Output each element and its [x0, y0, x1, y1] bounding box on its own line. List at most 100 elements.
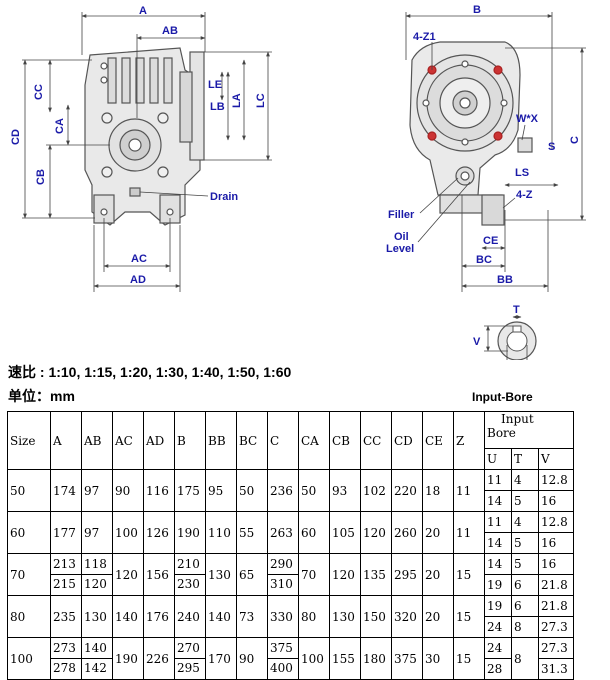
cell-ab: 130: [81, 595, 113, 638]
bore-cell-v: 16: [538, 553, 574, 575]
cell-c: 330: [267, 595, 299, 638]
cell-a: 174: [50, 469, 82, 512]
cell-ce: 20: [422, 553, 454, 596]
bore-cell-t: 5: [511, 532, 539, 554]
cell-cd: 260: [391, 511, 423, 554]
side-view-gearbox: [84, 47, 205, 226]
column-header-ca: CA: [298, 411, 330, 470]
svg-text:AB: AB: [162, 25, 178, 37]
size-cell: 50: [7, 469, 51, 512]
svg-text:BB: BB: [497, 274, 513, 286]
column-header-a: A: [50, 411, 82, 470]
cell-value: 210: [177, 557, 200, 571]
cell-z: 11: [453, 469, 485, 512]
svg-text:CA: CA: [54, 118, 66, 134]
cell-cc: 120: [360, 511, 392, 554]
svg-text:LB: LB: [210, 101, 225, 113]
cell-bb: 170: [205, 637, 237, 680]
input-bore-detail: T V U: [473, 304, 537, 360]
bore-cell-u: 24: [484, 616, 512, 638]
column-header-v: V: [538, 448, 574, 470]
svg-text:CD: CD: [10, 129, 22, 145]
cell-a: 235: [50, 595, 82, 638]
cell-a: 177: [50, 511, 82, 554]
cell-cd: 375: [391, 637, 423, 680]
svg-text:4-Z: 4-Z: [516, 189, 533, 201]
cell-cb: 105: [329, 511, 361, 554]
cell-ac: 190: [112, 637, 144, 680]
cell-cc: 150: [360, 595, 392, 638]
cell-ca: 70: [298, 553, 330, 596]
svg-text:Drain: Drain: [210, 191, 238, 203]
svg-text:4-Z1: 4-Z1: [413, 31, 436, 43]
cell-value: 230: [175, 574, 205, 594]
bore-cell-v: 12.8: [538, 511, 574, 533]
cell-b: 190: [174, 511, 206, 554]
cell-ce: 30: [422, 637, 454, 680]
front-view-labels: B 4-Z1 W*X S C LS 4-Z Filler Oil Level C…: [386, 4, 581, 286]
bore-header-line: Bore: [487, 426, 516, 440]
bore-cell-v: 31.3: [538, 658, 574, 680]
cell-z: 15: [453, 637, 485, 680]
bore-cell-u: 19: [484, 595, 512, 617]
svg-text:S: S: [548, 141, 555, 153]
column-header-t: T: [511, 448, 539, 470]
column-header-size: Size: [7, 411, 51, 470]
cell-c: 236: [267, 469, 299, 512]
column-header-b: B: [174, 411, 206, 470]
cell-ca: 80: [298, 595, 330, 638]
column-header-ab: AB: [81, 411, 113, 470]
bore-cell-u: 11: [484, 469, 512, 491]
column-header-ad: AD: [143, 411, 175, 470]
svg-text:LE: LE: [208, 79, 222, 91]
bore-cell-t: 8: [511, 637, 539, 680]
cell-ac: 120: [112, 553, 144, 596]
cell-ad: 176: [143, 595, 175, 638]
svg-text:AC: AC: [131, 253, 147, 265]
column-header-c: C: [267, 411, 299, 470]
ratio-line: 速比 : 1:10, 1:15, 1:20, 1:30, 1:40, 1:50,…: [8, 364, 292, 380]
cell-bc: 90: [236, 637, 268, 680]
bore-cell-t: 5: [511, 553, 539, 575]
bore-cell-u: 28: [484, 658, 512, 680]
cell-c: 263: [267, 511, 299, 554]
table-row-bore: 28 31.3: [8, 658, 574, 680]
size-cell: 60: [7, 511, 51, 554]
cell-value: 142: [82, 658, 112, 678]
side-view-labels: A AB CC CA CD CB LE LB LA LC AC AD Drain: [10, 5, 267, 286]
svg-text:CB: CB: [35, 169, 47, 185]
column-header-ce: CE: [422, 411, 454, 470]
bore-cell-u: 19: [484, 574, 512, 596]
cell-ca: 100: [298, 637, 330, 680]
cell-bc: 65: [236, 553, 268, 596]
cell-value: 213: [53, 557, 76, 571]
svg-text:V: V: [473, 336, 481, 348]
cell-value: 270: [177, 641, 200, 655]
column-header-u: U: [484, 448, 512, 470]
cell-value: 290: [270, 557, 293, 571]
cell-cc: 102: [360, 469, 392, 512]
svg-text:LA: LA: [231, 93, 243, 108]
cell-cd: 295: [391, 553, 423, 596]
cell-ce: 20: [422, 511, 454, 554]
cell-value: 118: [84, 557, 107, 571]
side-view-dimensions: [22, 12, 272, 292]
cell-cc: 135: [360, 553, 392, 596]
column-header-bb: BB: [205, 411, 237, 470]
size-cell: 80: [7, 595, 51, 638]
svg-text:Level: Level: [386, 243, 414, 255]
cell-bb: 130: [205, 553, 237, 596]
column-header-bc: BC: [236, 411, 268, 470]
svg-text:A: A: [139, 5, 147, 17]
cell-z: 15: [453, 595, 485, 638]
bore-cell-t: 6: [511, 595, 539, 617]
size-cell: 100: [7, 637, 51, 680]
